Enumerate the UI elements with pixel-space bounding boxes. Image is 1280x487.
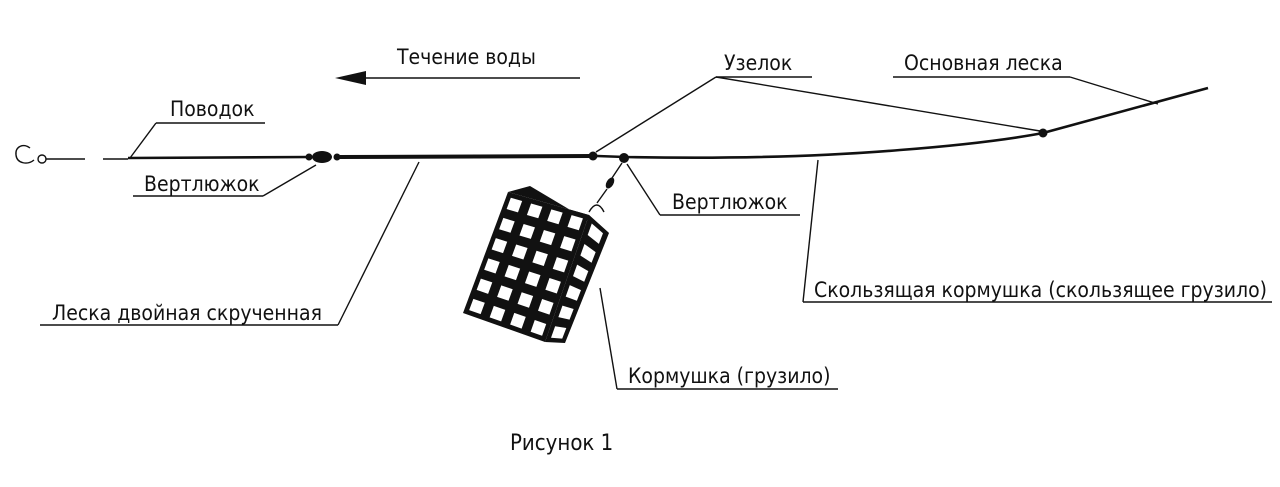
main-line-label: Основная леска [904, 51, 1063, 75]
water-flow-label: Течение воды [396, 45, 536, 69]
main-line-segment [596, 131, 1044, 159]
sliding-feeder-callout [802, 159, 1272, 303]
main-line-callout [893, 76, 1159, 105]
swivel-left-callout [133, 164, 317, 197]
swivel-left-label: Вертлюжок [144, 172, 260, 196]
twisted-double-line [339, 154, 593, 159]
feeder-hanger [588, 162, 623, 213]
swivel-right-callout [626, 163, 800, 216]
knot-icon [588, 151, 598, 161]
swivel-right-icon [619, 153, 629, 163]
twisted-line-callout [40, 161, 420, 326]
water-flow-arrow [335, 71, 580, 85]
swivel-left-icon [305, 151, 341, 163]
figure-caption: Рисунок 1 [510, 431, 613, 456]
main-line [1042, 86, 1209, 135]
twisted-line-label: Леска двойная скрученная [52, 301, 322, 325]
sliding-feeder-label: Скользящая кормушка (скользящее грузило) [814, 278, 1267, 302]
hook-icon [15, 144, 47, 164]
knot-callout [595, 76, 1041, 153]
leader-label: Поводок [170, 97, 255, 121]
feeder-label: Кормушка (грузило) [628, 364, 830, 388]
knot-label: Узелок [724, 51, 792, 75]
feeder-callout [599, 287, 838, 390]
feeder-cage-icon [463, 186, 609, 343]
leader-callout [129, 122, 265, 159]
leader-line [46, 155, 311, 160]
swivel-right-label: Вертлюжок [672, 190, 788, 214]
